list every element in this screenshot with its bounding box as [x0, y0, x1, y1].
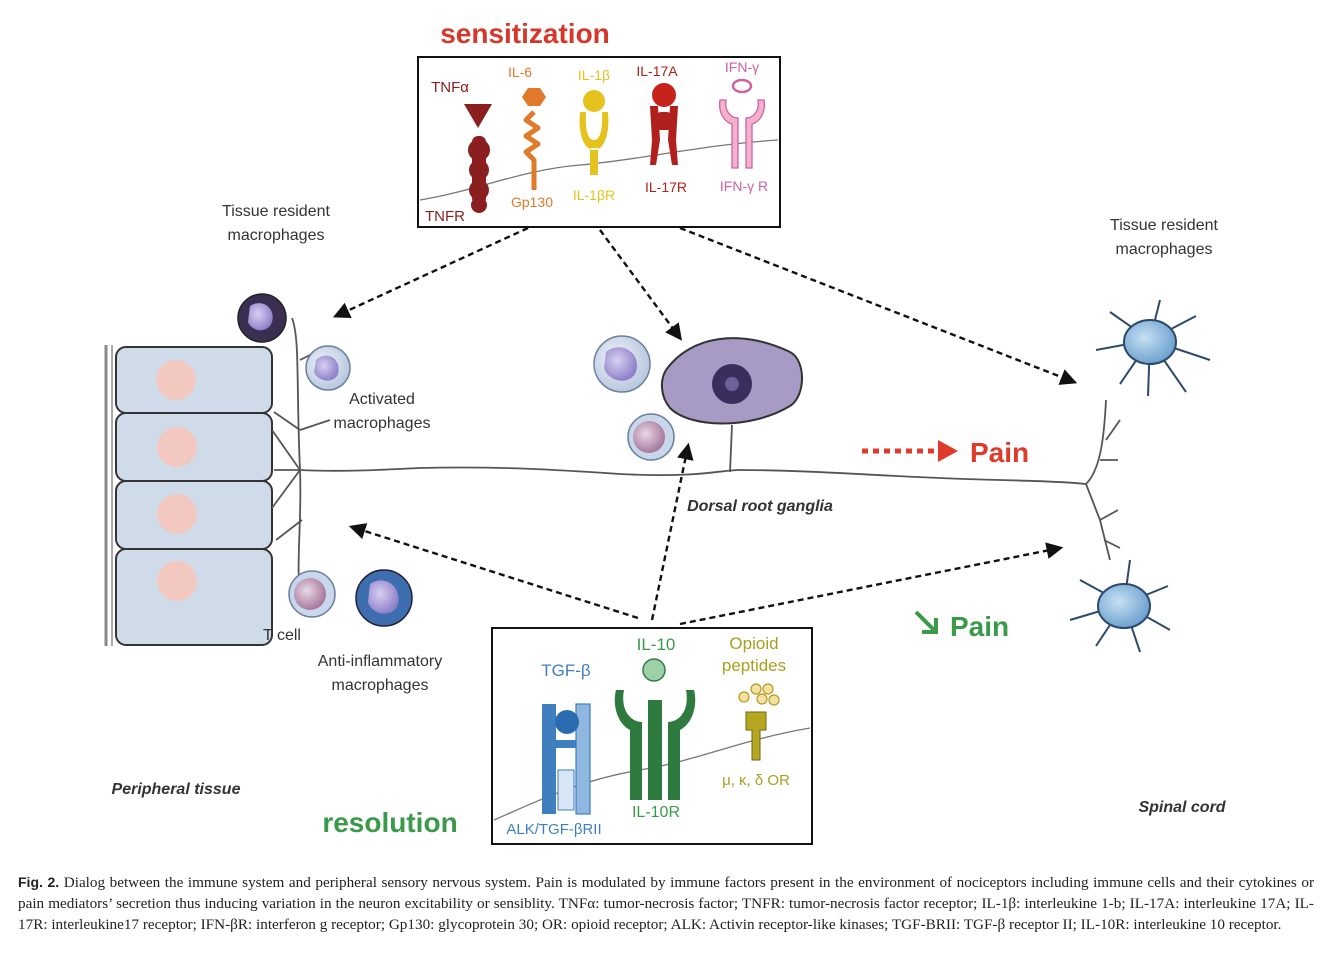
tissue-macro-right-label-2: macrophages — [1116, 241, 1213, 258]
signal-arrows — [332, 226, 1078, 626]
resolution-title: resolution — [322, 807, 457, 838]
opioid-receptor-label: μ, κ, δ OR — [722, 772, 790, 789]
tissue-macro-left-label-2: macrophages — [228, 227, 325, 244]
drg-label: Dorsal root ganglia — [687, 498, 833, 515]
t-cell-label: T cell — [263, 627, 301, 644]
pain-increase-label: Pain — [970, 437, 1029, 468]
tnf-alpha-ligand-icon — [464, 104, 492, 128]
tnfr-receptor-icon — [468, 136, 490, 213]
tnfr-label: TNFR — [425, 208, 465, 225]
figure-caption: Fig. 2. Dialog between the immune system… — [18, 872, 1314, 935]
figure-caption-text: Dialog between the immune system and per… — [18, 874, 1315, 933]
il17a-label: IL-17A — [636, 63, 678, 79]
drg-macrophage — [593, 335, 651, 393]
epithelial-cells — [104, 345, 273, 646]
alk-tgf-label: ALK/TGF-βRII — [506, 821, 601, 838]
opioid-label-1: Opioid — [729, 634, 778, 653]
anti-inflammatory-label-1: Anti-inflammatory — [318, 653, 442, 670]
activated-macro-label-2: macrophages — [334, 415, 431, 432]
ifn-gamma-r-label: IFN-γ R — [720, 178, 768, 194]
il1br-receptor-icon — [579, 112, 609, 175]
gp130-label: Gp130 — [511, 194, 553, 210]
il17a-ligand-icon — [652, 83, 676, 107]
il10r-receptor-icon — [614, 690, 696, 800]
il6-ligand-icon — [522, 88, 546, 106]
tissue-resident-macrophage-left — [237, 293, 287, 343]
opioid-label-2: peptides — [722, 656, 786, 675]
il1b-label: IL-1β — [578, 67, 610, 83]
il10r-label: IL-10R — [632, 804, 680, 821]
figure-label: Fig. 2. — [18, 874, 60, 890]
gp130-receptor-icon — [523, 110, 541, 190]
anti-inflammatory-label-2: macrophages — [332, 677, 429, 694]
drg-t-cell — [627, 413, 675, 461]
il10-ligand-icon — [642, 658, 666, 682]
ifn-gamma-receptor-icon — [718, 99, 766, 169]
alk-tgf-receptor-icon — [542, 703, 591, 815]
t-cell — [288, 570, 336, 618]
sensitization-title: sensitization — [440, 18, 610, 49]
tissue-macro-left-label-1: Tissue resident — [222, 203, 330, 220]
il17r-label: IL-17R — [645, 179, 687, 195]
tissue-macro-right-label-1: Tissue resident — [1110, 217, 1218, 234]
spinal-cord-label: Spinal cord — [1138, 799, 1226, 816]
il17r-receptor-icon — [650, 106, 678, 165]
il1b-ligand-icon — [583, 90, 605, 112]
ifn-gamma-ligand-icon — [731, 78, 753, 94]
activated-macro-label-1: Activated — [349, 391, 415, 408]
anti-inflammatory-macrophage — [355, 569, 413, 627]
pain-decrease-arrow — [914, 610, 938, 634]
pain-decrease-label: Pain — [950, 611, 1009, 642]
tgf-beta-label: TGF-β — [541, 661, 591, 680]
ifn-gamma-label: IFN-γ — [725, 59, 759, 75]
opioid-receptor-icon — [745, 711, 767, 761]
immune-nerve-diagram: sensitization TNFα TNFR IL-6 Gp130 IL-1β… — [104, 18, 1227, 845]
il6-label: IL-6 — [508, 64, 532, 80]
spinal-macrophage-bottom — [1069, 559, 1171, 653]
spinal-macrophage-top — [1095, 299, 1211, 397]
tnf-alpha-label: TNFα — [431, 79, 469, 96]
peripheral-tissue-label: Peripheral tissue — [112, 781, 241, 798]
il10-label: IL-10 — [637, 635, 676, 654]
activated-macrophage — [305, 345, 351, 391]
il1br-label: IL-1βR — [573, 187, 615, 203]
opioid-peptides-icon — [738, 683, 780, 706]
